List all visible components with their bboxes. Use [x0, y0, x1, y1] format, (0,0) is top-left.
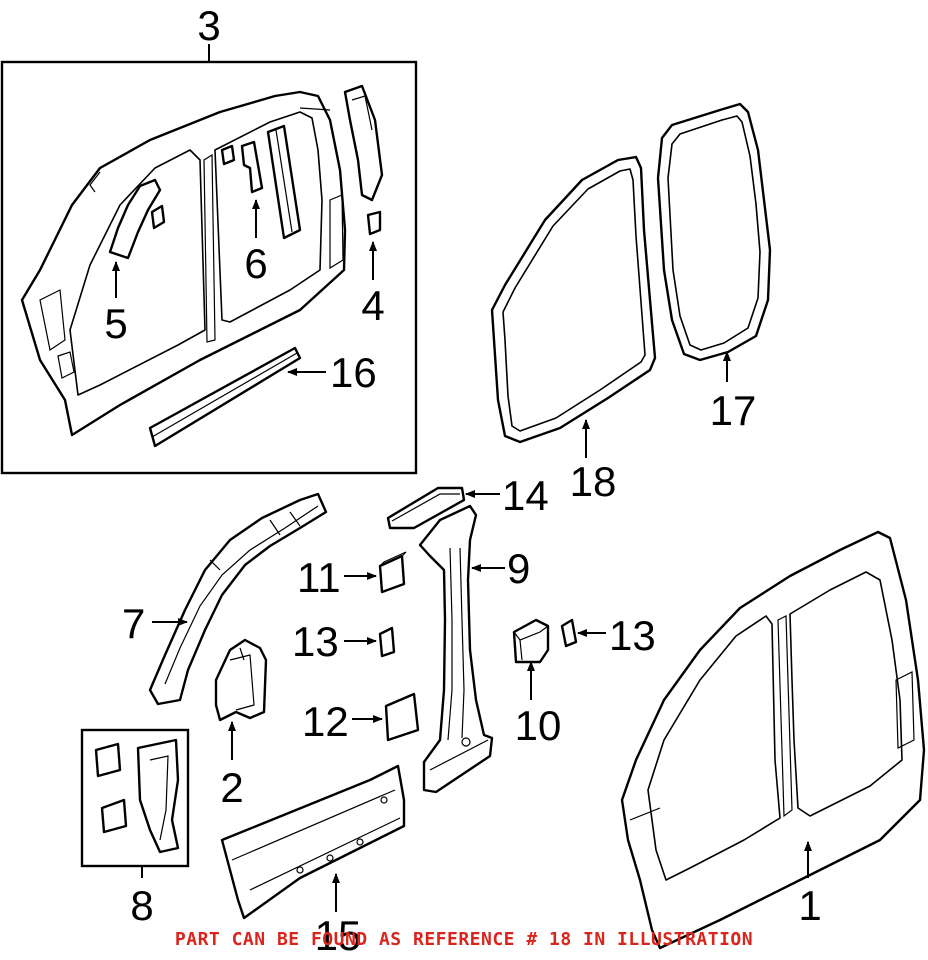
callout-14-label: 14: [502, 472, 549, 519]
part-8-brackets: [94, 738, 180, 854]
callout-8-label: 8: [130, 882, 153, 929]
part-4-bracket: [343, 84, 384, 236]
callout-1-label: 1: [798, 882, 821, 929]
callout-13a-label: 13: [292, 618, 339, 665]
part-6-pillar-pieces: [220, 124, 302, 240]
part-17-rear-door-weatherstrip: [656, 102, 772, 362]
callout-10-label: 10: [515, 702, 562, 749]
part-15-rocker-sill: [220, 764, 406, 920]
callout-15-label: 15: [315, 912, 362, 959]
part-12-plate: [384, 692, 420, 742]
reference-footnote: PART CAN BE FOUND AS REFERENCE # 18 IN I…: [174, 929, 754, 950]
callout-12-label: 12: [302, 698, 349, 745]
callout-9-label: 9: [507, 545, 530, 592]
part-7-a-pillar-inner: [148, 492, 328, 706]
callout-16-label: 16: [330, 349, 377, 396]
part-10-bracket: [512, 618, 550, 664]
part-13-bracket-left: [378, 626, 396, 658]
part-11-plate: [378, 551, 407, 594]
part-1-side-body-panel: [620, 530, 926, 950]
callout-3-label: 3: [197, 2, 220, 49]
callout-6-label: 6: [244, 240, 267, 287]
callout-4-label: 4: [361, 282, 384, 329]
callout-17-label: 17: [710, 387, 757, 434]
callout-2-label: 2: [220, 764, 243, 811]
part-13-bracket-right: [560, 618, 578, 648]
callout-11-label: 11: [297, 554, 341, 601]
part-2-hinge-reinforcement: [214, 638, 268, 722]
part-9-b-pillar: [418, 504, 494, 794]
side-panel-outer-assembly: [20, 90, 347, 437]
callout-18-label: 18: [570, 458, 617, 505]
part-16-sill-strip: [148, 346, 302, 448]
part-14-pillar-cap: [386, 486, 466, 530]
part-8-frame: [80, 728, 190, 868]
callout-7-label: 7: [122, 600, 145, 647]
callout-13b-label: 13: [609, 612, 656, 659]
callout-5-label: 5: [104, 300, 127, 347]
part-5-pillar-reinforcement: [108, 178, 166, 260]
part-18-front-door-weatherstrip: [490, 155, 657, 444]
